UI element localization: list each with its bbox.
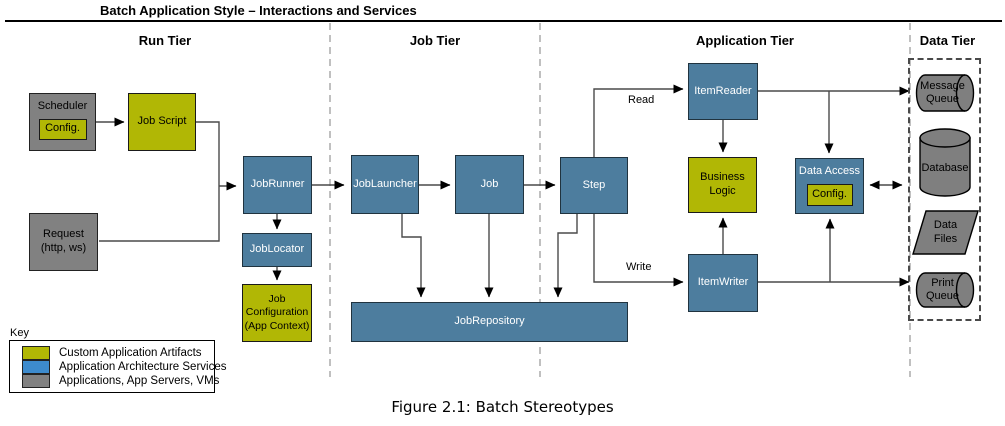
node-business-logic: Business Logic [688,157,757,213]
edge-step-to-jobrepository [553,214,578,298]
node-request-label: Request (http, ws) [40,228,87,254]
edge-step-read-to-itemreader [593,84,684,157]
horizontal-cylinder-icon [915,272,975,308]
node-request: Request (http, ws) [29,213,98,271]
tier-label-data-tier: Data Tier [919,33,976,48]
key-swatch-applications-vms [22,373,50,388]
key-item-label: Custom Application Artifacts [59,347,202,359]
key-swatch-architecture-services [22,359,50,374]
node-scheduler: Scheduler Config. [29,93,96,151]
node-job-runner-label: JobRunner [250,178,305,191]
node-job-repository: JobRepository [351,302,628,342]
node-job-script: Job Script [128,93,196,151]
diagram-title: Batch Application Style – Interactions a… [100,3,417,18]
node-print-queue: Print Queue [915,272,975,308]
key-row-applications-vms: Applications, App Servers, VMs [22,373,219,388]
node-job-locator: JobLocator [242,233,312,267]
node-job-repository-label: JobRepository [454,315,525,328]
key-row-custom-artifacts: Custom Application Artifacts [22,346,214,360]
edge-joblauncher-to-jobrepository [401,214,426,298]
node-database-label: Database [921,161,969,174]
tier-label-application-tier: Application Tier [696,33,794,48]
node-business-logic-label: Business Logic [700,171,745,197]
node-database: Database [919,128,971,197]
node-item-writer-label: ItemWriter [697,276,749,289]
key-item-label: Application Architecture Services [59,361,227,373]
node-print-queue-label: Print Queue [925,276,960,302]
key-item-label: Applications, App Servers, VMs [59,375,220,387]
node-data-access: Data Access Config. [795,158,864,214]
tier-label-job-tier: Job Tier [409,33,461,48]
edge-label-read: Read [628,94,655,106]
parallelogram-icon [912,210,979,255]
node-job-script-label: Job Script [137,115,187,128]
node-item-reader-label: ItemReader [694,84,752,97]
key-swatch-custom-artifacts [22,346,50,360]
node-job-configuration-label: Job Configuration (App Context) [244,293,310,332]
horizontal-cylinder-icon [915,74,975,112]
node-message-queue-label: Message Queue [920,79,965,105]
node-job-launcher: JobLauncher [351,155,419,214]
figure-caption: Figure 2.1: Batch Stereotypes [391,398,614,416]
node-job-label: Job [480,177,499,190]
node-data-access-label: Data Access [798,165,861,177]
node-scheduler-label: Scheduler [37,100,88,112]
node-job-configuration: Job Configuration (App Context) [242,284,312,342]
node-job-runner: JobRunner [243,156,312,214]
node-scheduler-config-label: Config. [45,122,80,135]
database-cylinder-icon [919,128,971,197]
node-job-launcher-label: JobLauncher [353,177,417,190]
node-item-writer: ItemWriter [688,254,758,312]
node-item-reader: ItemReader [688,63,758,120]
node-data-access-config-label: Config. [812,187,847,200]
node-data-files-label: Data Files [933,219,958,245]
key-row-architecture-services: Application Architecture Services [22,359,226,374]
title-rule [5,20,1002,22]
key-legend: Custom Application Artifacts Application… [9,340,226,393]
edge-step-write-to-itemwriter [593,214,684,287]
node-data-files: Data Files [912,210,979,255]
tier-label-run-tier: Run Tier [138,33,192,48]
node-job-locator-label: JobLocator [249,243,305,256]
node-step: Step [560,157,628,214]
node-data-access-config: Config. [806,183,853,206]
edge-label-write: Write [626,261,652,273]
node-message-queue: Message Queue [915,74,975,112]
node-step-label: Step [582,178,606,191]
key-title: Key [10,327,29,339]
node-job: Job [455,155,524,214]
data-tier-boundary [908,58,981,321]
node-scheduler-config: Config. [38,118,87,140]
edge-jobscript-request-junction [99,121,220,242]
